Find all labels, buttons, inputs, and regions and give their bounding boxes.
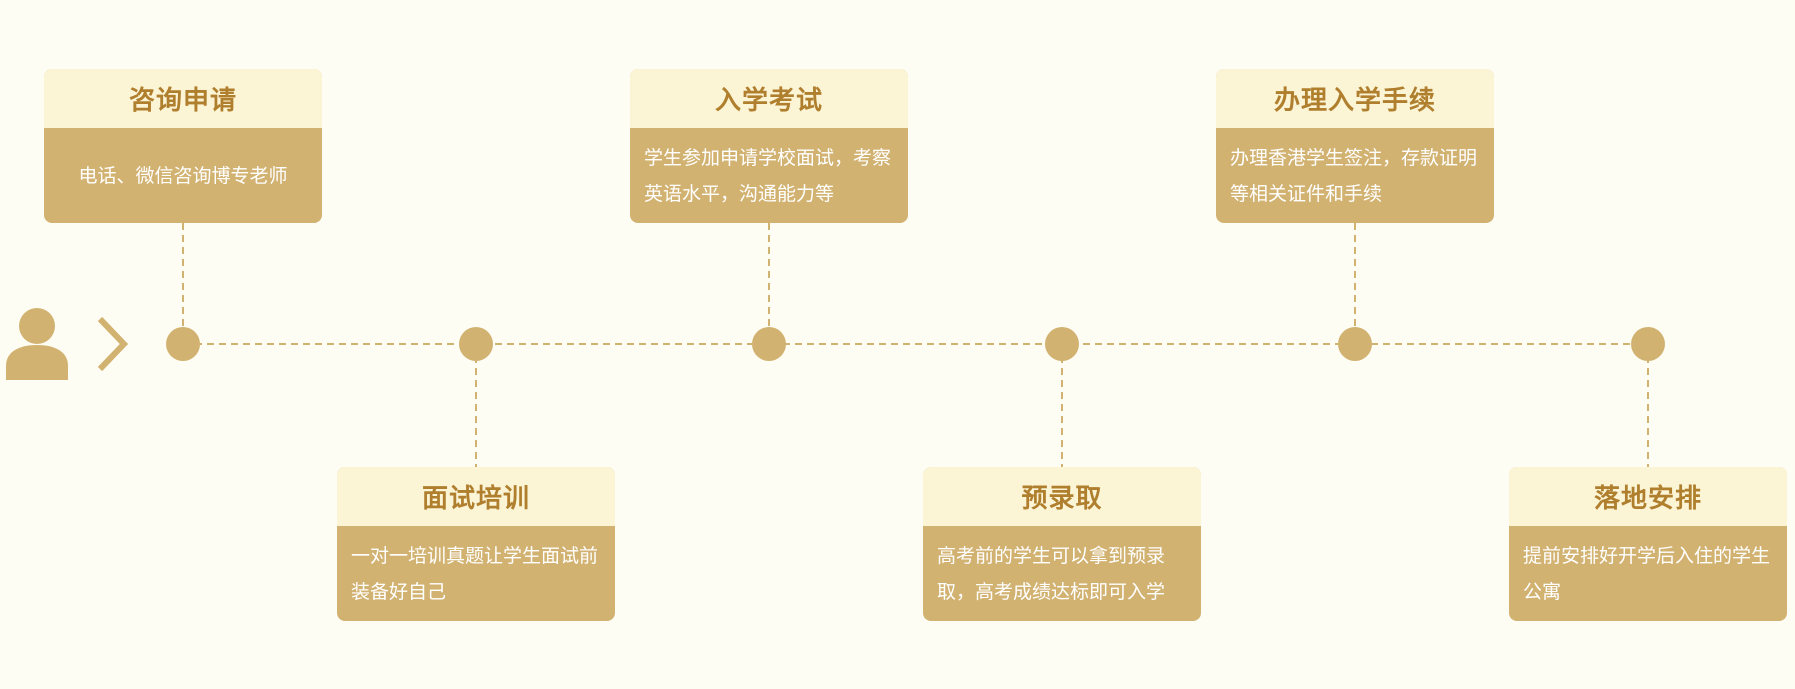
timeline-node bbox=[752, 327, 786, 361]
step-description-text: 办理香港学生签注，存款证明等相关证件和手续 bbox=[1230, 146, 1478, 205]
timeline-node bbox=[1338, 327, 1372, 361]
step-card-arrival-arrangement: 落地安排 提前安排好开学后入住的学生公寓 bbox=[1509, 467, 1787, 621]
step-title: 咨询申请 bbox=[44, 69, 322, 128]
step-title: 预录取 bbox=[923, 467, 1201, 526]
step-title: 办理入学手续 bbox=[1216, 69, 1494, 128]
step-title: 落地安排 bbox=[1509, 467, 1787, 526]
timeline-node bbox=[1631, 327, 1665, 361]
step-description: 办理香港学生签注，存款证明等相关证件和手续 bbox=[1216, 128, 1494, 223]
step-description: 学生参加申请学校面试，考察英语水平，沟通能力等 bbox=[630, 128, 908, 223]
timeline-node bbox=[459, 327, 493, 361]
step-description-text: 提前安排好开学后入住的学生公寓 bbox=[1523, 544, 1771, 603]
timeline-node bbox=[1045, 327, 1079, 361]
step-card-consult: 咨询申请 电话、微信咨询博专老师 bbox=[44, 69, 322, 223]
step-description-text: 学生参加申请学校面试，考察英语水平，沟通能力等 bbox=[644, 146, 892, 205]
step-description: 高考前的学生可以拿到预录取，高考成绩达标即可入学 bbox=[923, 526, 1201, 621]
step-description: 电话、微信咨询博专老师 bbox=[44, 128, 322, 223]
step-card-interview-training: 面试培训 一对一培训真题让学生面试前装备好自己 bbox=[337, 467, 615, 621]
timeline-node bbox=[166, 327, 200, 361]
chevron-right-icon bbox=[97, 316, 129, 372]
step-title: 入学考试 bbox=[630, 69, 908, 128]
step-description: 一对一培训真题让学生面试前装备好自己 bbox=[337, 526, 615, 621]
step-description: 提前安排好开学后入住的学生公寓 bbox=[1509, 526, 1787, 621]
step-description-text: 电话、微信咨询博专老师 bbox=[78, 164, 288, 187]
step-title: 面试培训 bbox=[337, 467, 615, 526]
step-description-text: 一对一培训真题让学生面试前装备好自己 bbox=[351, 544, 599, 603]
person-icon bbox=[6, 308, 68, 380]
step-card-pre-admission: 预录取 高考前的学生可以拿到预录取，高考成绩达标即可入学 bbox=[923, 467, 1201, 621]
step-description-text: 高考前的学生可以拿到预录取，高考成绩达标即可入学 bbox=[937, 544, 1166, 603]
step-card-enrollment-procedures: 办理入学手续 办理香港学生签注，存款证明等相关证件和手续 bbox=[1216, 69, 1494, 223]
step-card-entrance-exam: 入学考试 学生参加申请学校面试，考察英语水平，沟通能力等 bbox=[630, 69, 908, 223]
